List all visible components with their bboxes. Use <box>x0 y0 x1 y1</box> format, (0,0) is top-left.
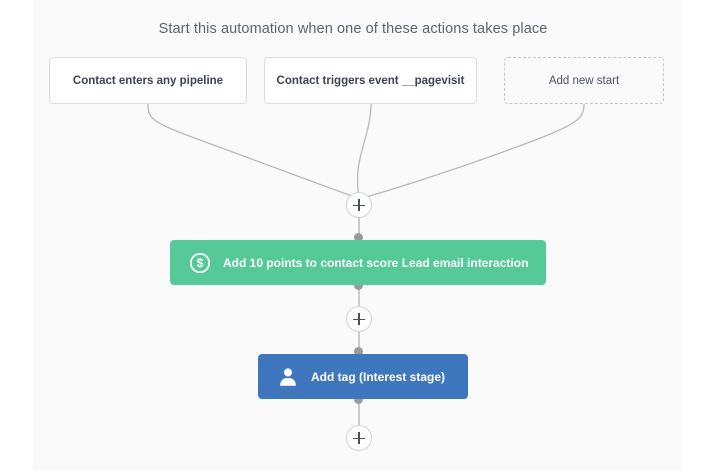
trigger-label: Contact enters any pipeline <box>72 74 224 87</box>
add-step-button-bottom[interactable] <box>346 425 372 451</box>
dollar-circle-icon: $ <box>189 252 211 273</box>
action-label: Add tag (Interest stage) <box>311 369 446 384</box>
action-node-add-score[interactable]: $ Add 10 points to contact score Lead em… <box>170 240 546 285</box>
connector-dot <box>354 281 363 290</box>
add-step-button-middle[interactable] <box>346 306 372 332</box>
action-label: Add 10 points to contact score Lead emai… <box>223 255 529 270</box>
connector-dot <box>354 233 363 242</box>
trigger-contact-event-pagevisit[interactable]: Contact triggers event __pagevisit <box>264 57 477 104</box>
trigger-label: Add new start <box>548 74 620 87</box>
action-node-add-tag[interactable]: Add tag (Interest stage) <box>258 354 468 399</box>
connector-dot <box>354 395 363 404</box>
svg-text:$: $ <box>197 256 204 270</box>
connector-dot <box>354 347 363 356</box>
trigger-add-new-start[interactable]: Add new start <box>504 57 664 104</box>
add-step-button-top[interactable] <box>346 192 372 218</box>
trigger-contact-enters-pipeline[interactable]: Contact enters any pipeline <box>49 57 247 104</box>
page-title: Start this automation when one of these … <box>158 21 548 37</box>
trigger-label: Contact triggers event __pagevisit <box>276 74 465 87</box>
user-icon <box>280 367 296 386</box>
